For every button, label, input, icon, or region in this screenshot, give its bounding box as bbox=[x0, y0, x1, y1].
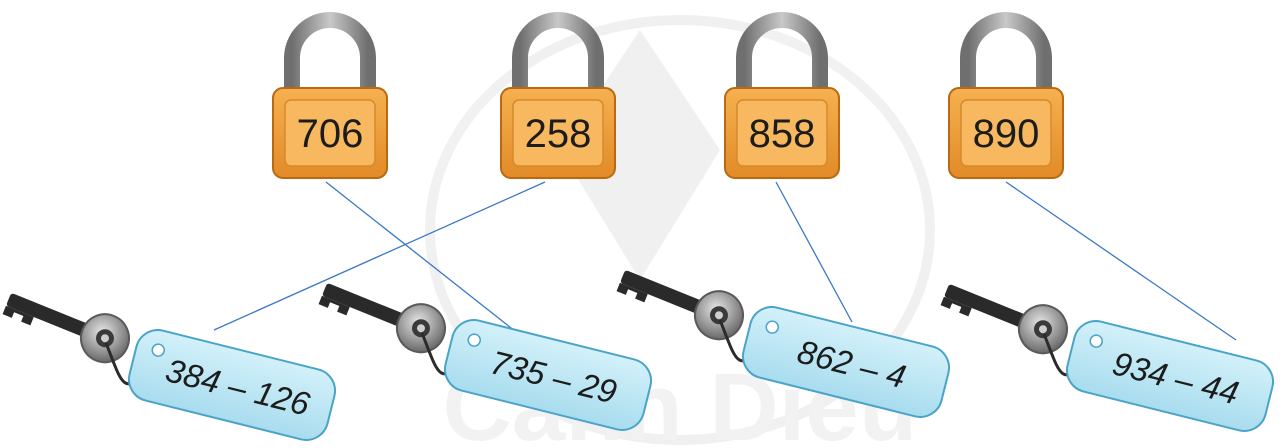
match-line bbox=[213, 181, 546, 331]
padlock: 890 bbox=[948, 12, 1064, 179]
padlock-number: 890 bbox=[973, 112, 1040, 156]
padlock-face bbox=[960, 99, 1052, 167]
padlock-shackle bbox=[960, 12, 1052, 92]
padlock-number: 858 bbox=[749, 112, 816, 156]
match-line bbox=[325, 181, 521, 336]
key-icon bbox=[616, 270, 744, 341]
padlock-shackle bbox=[736, 12, 828, 92]
padlock-shackle bbox=[512, 12, 604, 92]
key: 862 – 4 bbox=[616, 270, 951, 418]
key: 735 – 29 bbox=[318, 283, 653, 431]
padlock: 258 bbox=[500, 12, 616, 179]
key: 384 – 126 bbox=[2, 293, 337, 441]
match-lines bbox=[213, 181, 1237, 341]
match-line bbox=[1005, 181, 1237, 341]
padlock-number: 706 bbox=[297, 112, 364, 156]
padlock-face bbox=[736, 99, 828, 167]
padlocks: 706 258 858 890 bbox=[272, 12, 1064, 179]
padlock-number: 258 bbox=[525, 112, 592, 156]
padlock-shackle bbox=[284, 12, 376, 92]
key-tag: 862 – 4 bbox=[741, 306, 951, 418]
key-tag: 934 – 44 bbox=[1065, 320, 1275, 432]
key-icon bbox=[318, 283, 446, 354]
padlock: 706 bbox=[272, 12, 388, 179]
key: 934 – 44 bbox=[940, 284, 1275, 432]
padlock-face bbox=[284, 99, 376, 167]
match-line bbox=[775, 181, 853, 323]
key-tag: 735 – 29 bbox=[443, 319, 653, 431]
key-tag: 384 – 126 bbox=[127, 329, 337, 441]
padlock-face bbox=[512, 99, 604, 167]
keys: 384 – 126 735 – 29 862 – 4 934 – 44 bbox=[2, 270, 1275, 441]
key-icon bbox=[940, 284, 1068, 355]
key-icon bbox=[2, 293, 130, 364]
padlock: 858 bbox=[724, 12, 840, 179]
